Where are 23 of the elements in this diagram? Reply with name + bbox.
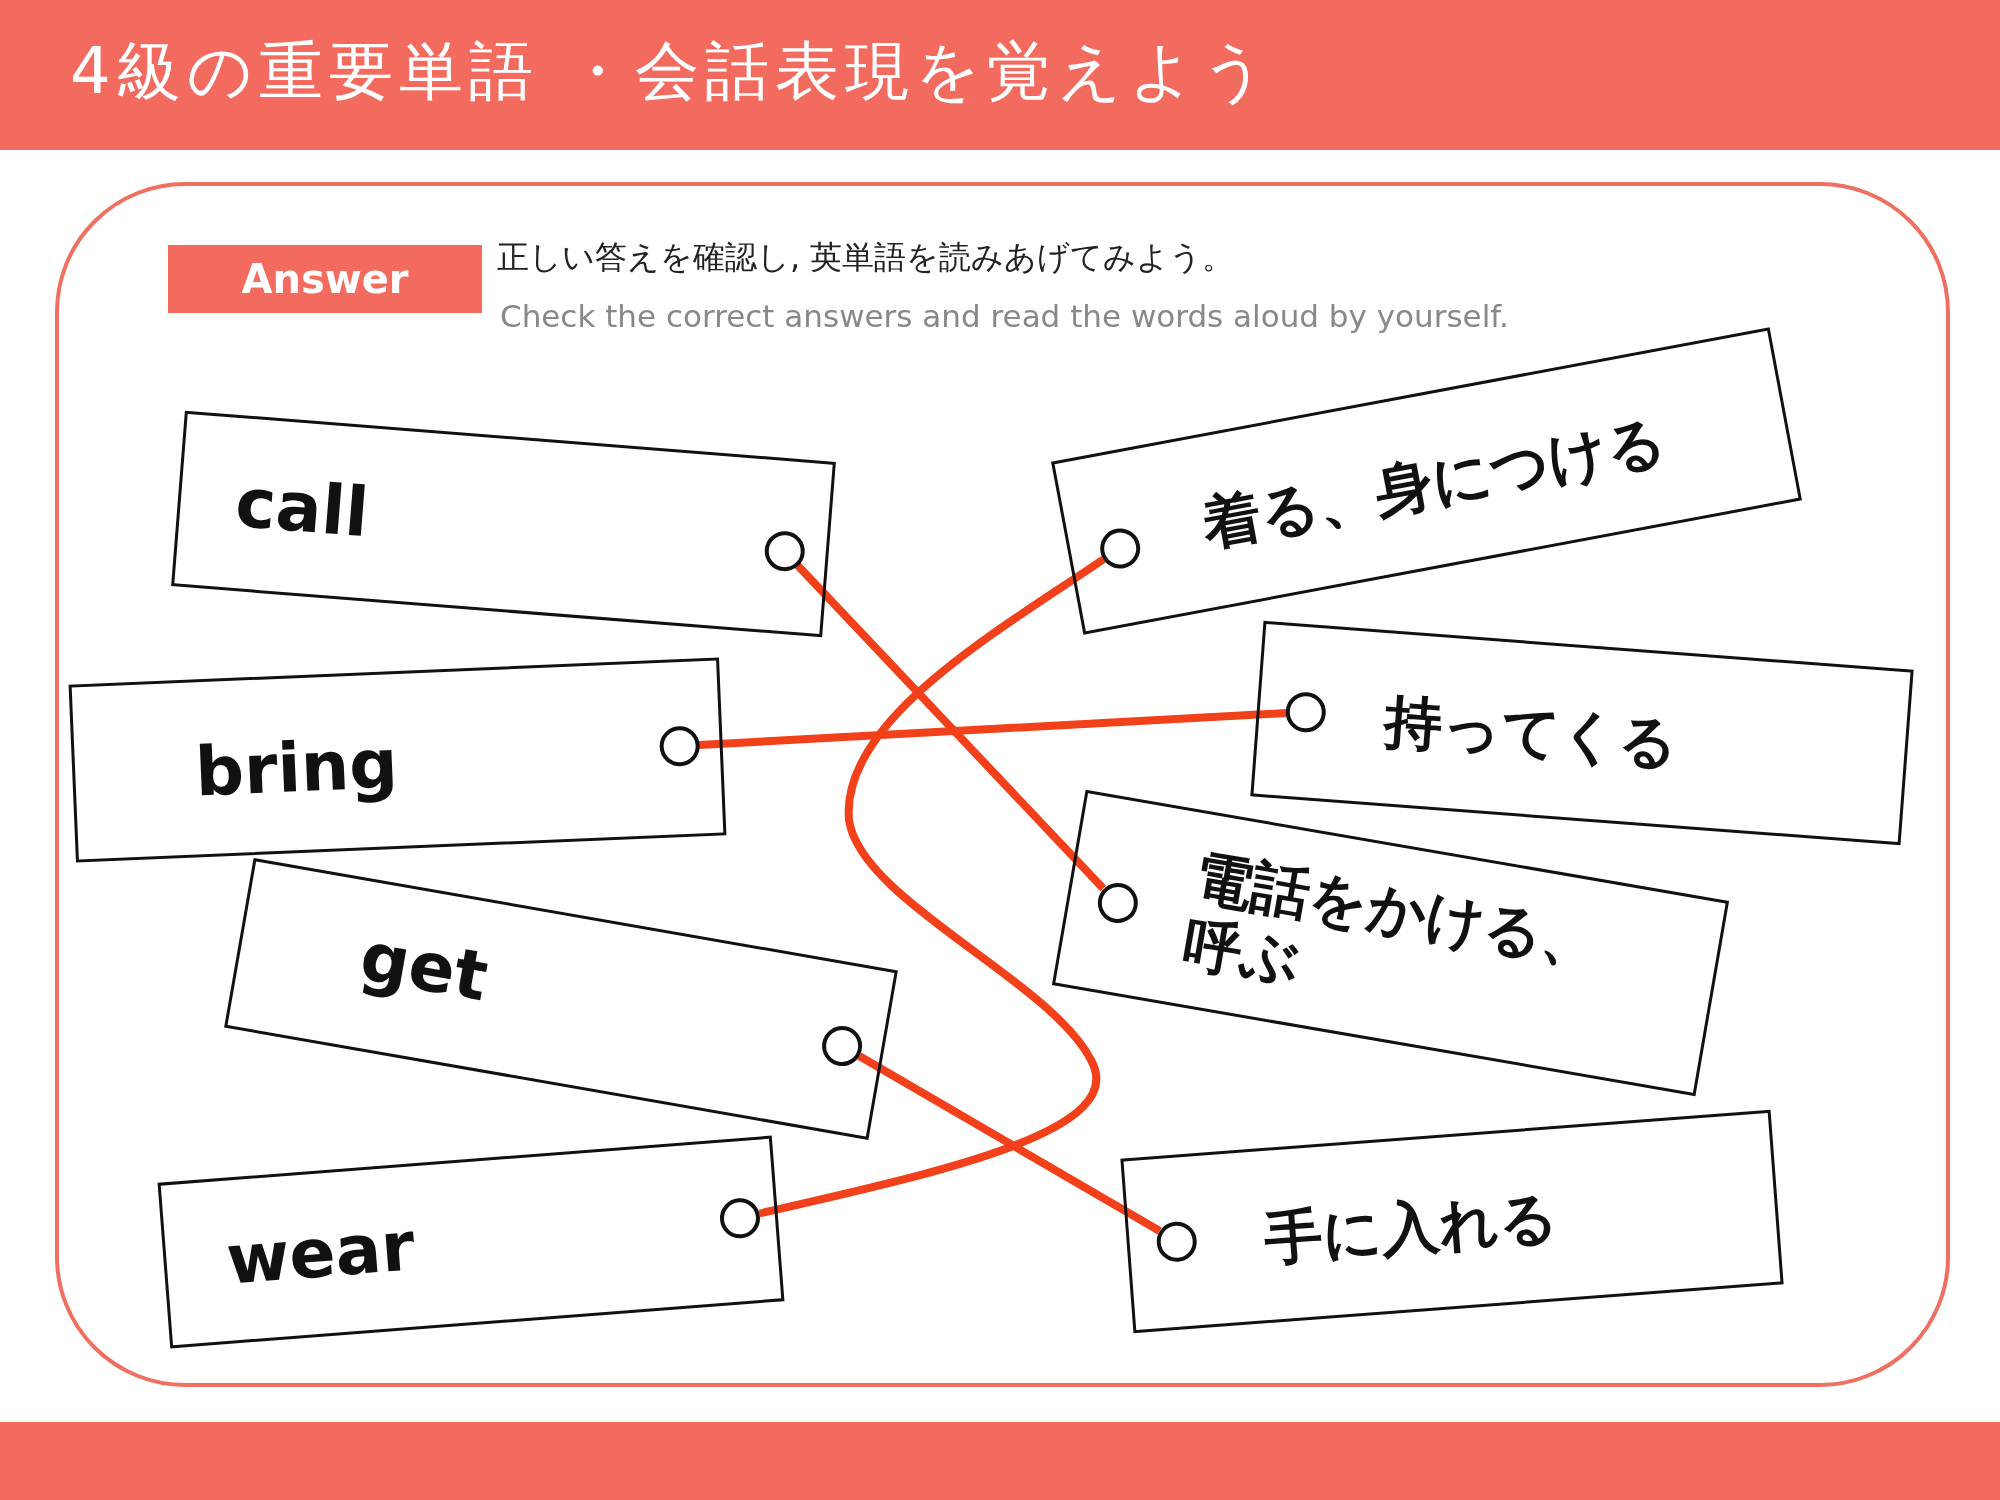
answer-badge: Answer (168, 245, 482, 313)
connector-line (857, 1052, 1162, 1235)
card-text: 持ってくる (1381, 686, 1681, 780)
title: 4級の重要単語 ・会話表現を覚えよう (70, 33, 1274, 110)
word-card (1120, 1109, 1784, 1333)
word-card (1051, 789, 1729, 1097)
word-card (1250, 620, 1914, 846)
card-text: 着る、身につける (1195, 405, 1672, 562)
word-card (170, 410, 836, 638)
word-card (68, 657, 726, 863)
connector-line (794, 562, 1107, 892)
card-text: 手に入れる (1261, 1181, 1560, 1275)
word-card (157, 1135, 785, 1349)
card-text: 電話をかける、呼ぶ (1178, 843, 1606, 997)
card-text: wear (223, 1206, 418, 1300)
instruction-text: Check the correct answers and read the words aloud by yourself. (500, 298, 1509, 334)
circle-marker (658, 725, 700, 767)
card-text: call (232, 463, 371, 553)
card-text: get (354, 916, 494, 1017)
word-card (224, 858, 898, 1140)
connector-line (758, 555, 1106, 1218)
card-text: bring (193, 724, 399, 812)
instruction-text: 正しい答えを確認し, 英単語を読みあげてみよう。 (497, 237, 1235, 278)
